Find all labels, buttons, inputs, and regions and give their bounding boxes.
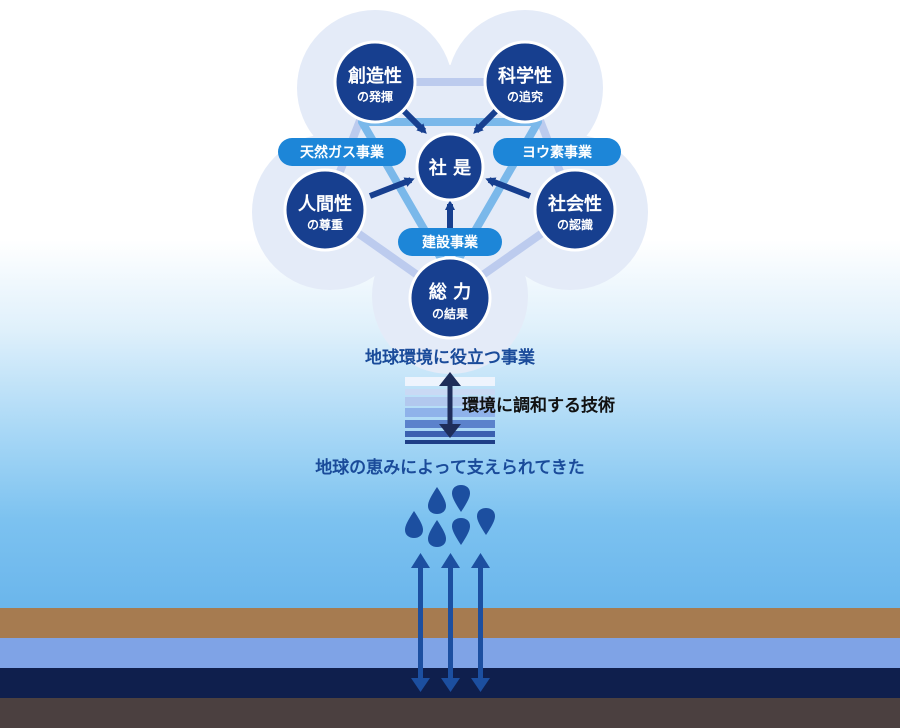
water-drop-icon bbox=[405, 511, 423, 538]
well-arrow-left bbox=[411, 553, 430, 692]
node-creativity-sub: の発揮 bbox=[357, 89, 393, 104]
node-science-main: 科学性 bbox=[498, 65, 552, 87]
arrow-humanity-center bbox=[368, 177, 415, 199]
node-science-sub: の追究 bbox=[507, 89, 543, 104]
pill-iodine: ヨウ素事業 bbox=[493, 138, 621, 166]
center-label: 社 是 bbox=[429, 157, 471, 179]
pill-construction: 建設事業 bbox=[398, 228, 502, 256]
water-drops bbox=[405, 485, 495, 547]
water-drop-icon bbox=[428, 520, 446, 547]
node-humanity: 人間性 の尊重 bbox=[283, 168, 367, 252]
technology-double-arrow bbox=[439, 372, 461, 438]
well-arrow-middle bbox=[441, 553, 460, 692]
pill-construction-label: 建設事業 bbox=[422, 234, 479, 251]
arrow-science-center bbox=[473, 105, 502, 134]
arrow-creativity-center bbox=[398, 105, 427, 134]
bedrock-layer bbox=[0, 698, 900, 728]
node-total-main: 総 力 bbox=[429, 281, 471, 303]
node-society: 社会性 の認識 bbox=[533, 168, 617, 252]
caption-beneficial-business: 地球環境に役立つ事業 bbox=[365, 347, 535, 368]
water-drop-icon bbox=[452, 518, 470, 545]
node-humanity-sub: の尊重 bbox=[307, 217, 343, 232]
caption-earth-blessings: 地球の恵みによって支えられてきた bbox=[315, 457, 585, 478]
well-arrow-right bbox=[471, 553, 490, 692]
arrows-to-center bbox=[368, 105, 532, 228]
node-total: 総 力 の結果 bbox=[408, 256, 492, 340]
center-circle: 社 是 bbox=[415, 132, 485, 202]
node-creativity-main: 創造性 bbox=[347, 65, 402, 87]
water-drop-icon bbox=[452, 485, 470, 512]
node-science: 科学性 の追究 bbox=[483, 40, 567, 124]
water-drop-icon bbox=[428, 487, 446, 514]
node-society-sub: の認識 bbox=[557, 217, 593, 232]
water-drop-icon bbox=[477, 508, 495, 535]
pill-iodine-label: ヨウ素事業 bbox=[522, 144, 593, 161]
pill-natural-gas: 天然ガス事業 bbox=[278, 138, 406, 166]
node-society-main: 社会性 bbox=[548, 193, 602, 215]
well-arrows bbox=[411, 553, 490, 692]
node-humanity-main: 人間性 bbox=[298, 193, 352, 215]
caption-harmonious-technology: 環境に調和する技術 bbox=[462, 395, 615, 416]
node-total-sub: の結果 bbox=[432, 306, 468, 321]
node-creativity: 創造性 の発揮 bbox=[333, 40, 417, 124]
arrow-society-center bbox=[485, 177, 532, 199]
pill-natural-gas-label: 天然ガス事業 bbox=[300, 144, 385, 161]
